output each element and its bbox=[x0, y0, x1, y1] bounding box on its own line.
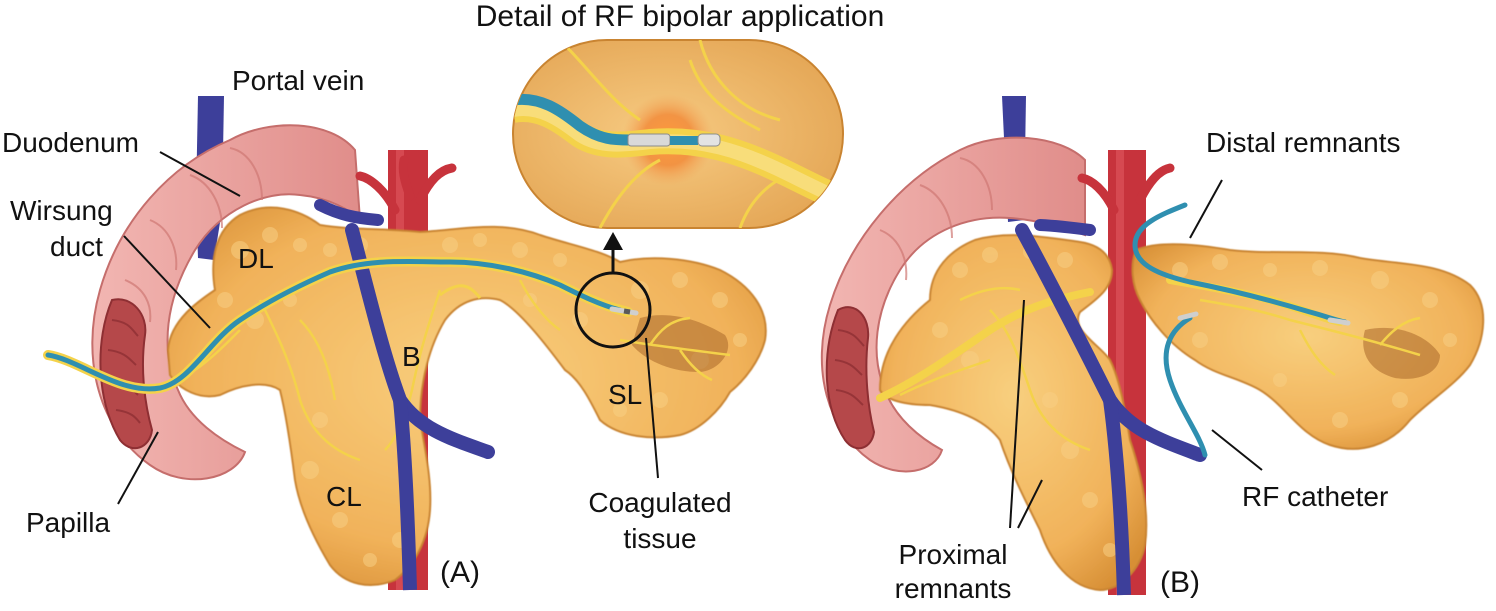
catheter-detail-icon bbox=[512, 39, 844, 229]
label-papilla: Papilla bbox=[26, 507, 111, 538]
label-proximal-line1: Proximal bbox=[898, 539, 1008, 570]
label-b: B bbox=[402, 341, 421, 372]
pancreas-a bbox=[166, 206, 767, 586]
label-wirsung-line2: duct bbox=[50, 231, 103, 262]
duodenum-lumen-b bbox=[825, 306, 876, 450]
coagulated-patch-a bbox=[632, 315, 729, 372]
vessel-network-a bbox=[194, 279, 731, 462]
label-rf-catheter: RF catheter bbox=[1242, 481, 1389, 512]
label-cl: CL bbox=[326, 481, 362, 512]
focus-circle-icon bbox=[574, 271, 652, 349]
panel-tag-b: (B) bbox=[1160, 566, 1200, 599]
label-sl: SL bbox=[608, 379, 643, 410]
panel-b bbox=[820, 96, 1485, 596]
label-duodenum: Duodenum bbox=[2, 127, 139, 158]
label-portal-vein: Portal vein bbox=[232, 65, 365, 96]
label-dl: DL bbox=[238, 243, 274, 274]
proximal-remnant bbox=[878, 234, 1148, 592]
vessel-network-b bbox=[899, 286, 1421, 452]
panel-tag-a: (A) bbox=[440, 556, 480, 589]
leader-lines bbox=[117, 151, 1263, 529]
rf-catheter bbox=[1132, 202, 1348, 325]
duodenum-b bbox=[820, 136, 1086, 473]
label-wirsung-line1: Wirsung bbox=[10, 195, 113, 226]
label-coagulated-line2: tissue bbox=[623, 523, 697, 554]
label-proximal-line2: remnants bbox=[894, 573, 1012, 604]
label-distal-remnants: Distal remnants bbox=[1206, 127, 1401, 158]
panel-a bbox=[43, 96, 767, 591]
splenic-vein bbox=[314, 199, 384, 226]
inset-title: Detail of RF bipolar application bbox=[475, 0, 885, 33]
label-coagulated-line1: Coagulated bbox=[588, 487, 732, 518]
